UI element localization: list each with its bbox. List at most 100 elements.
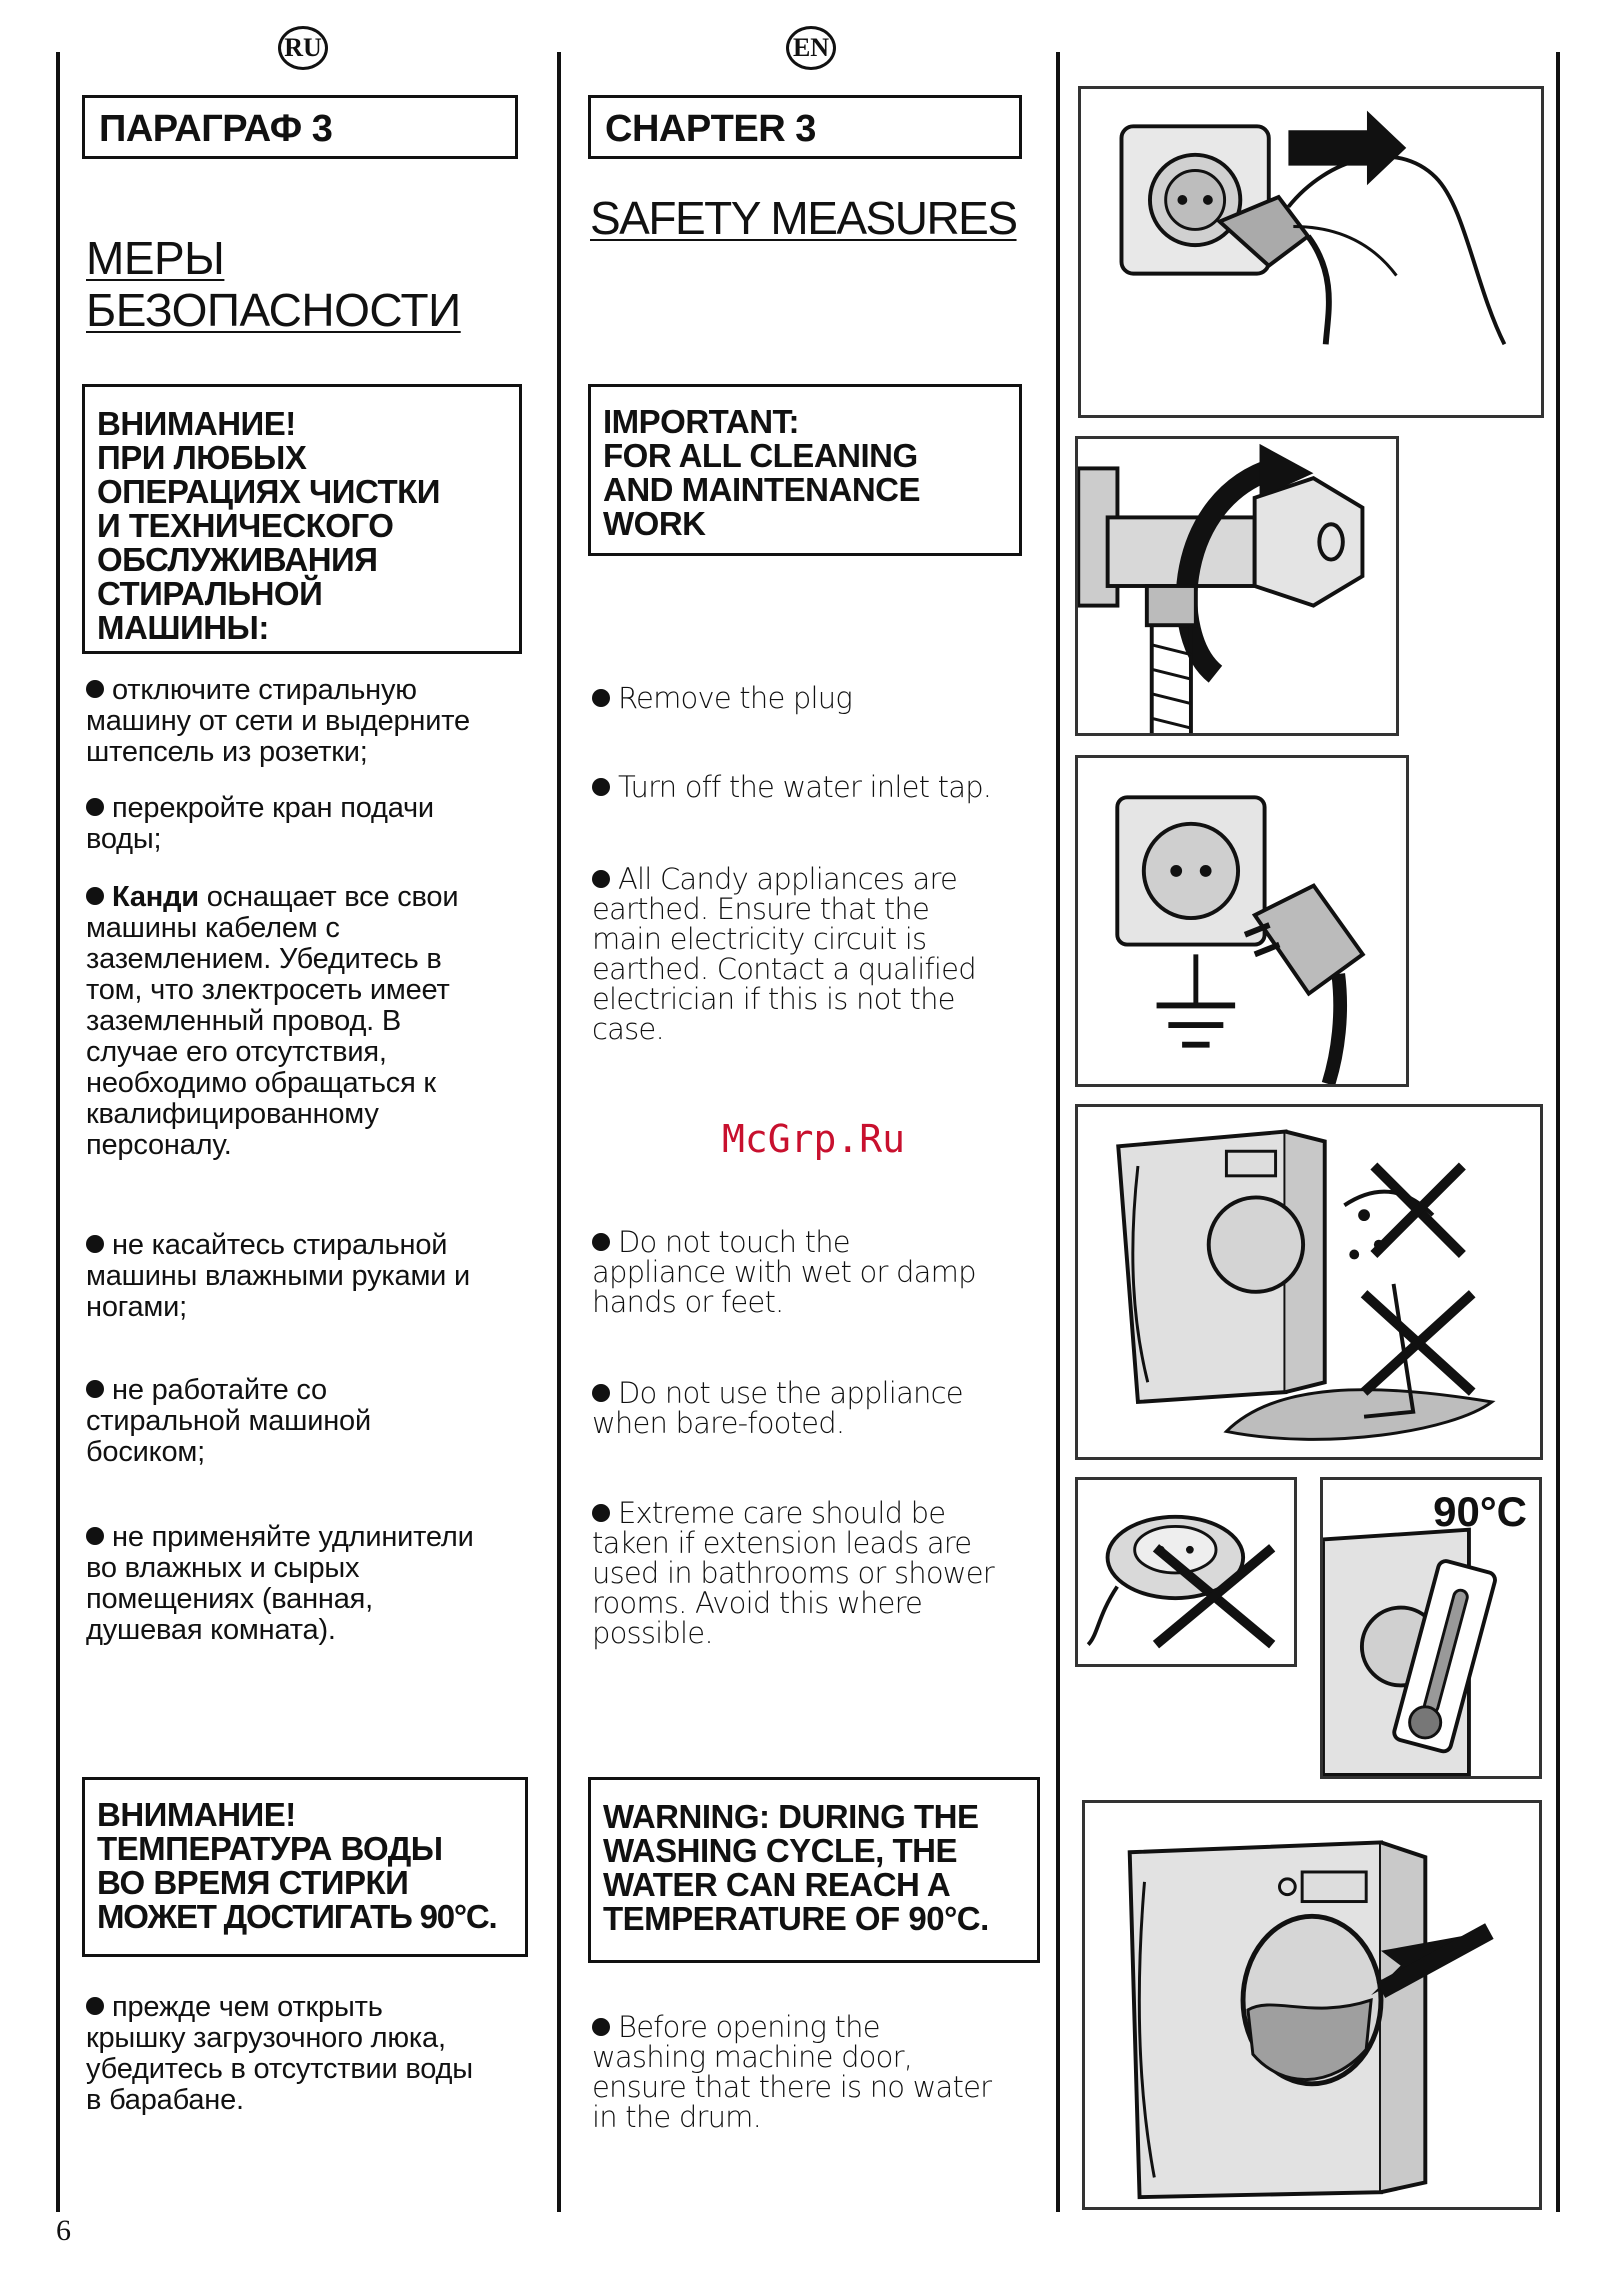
ru-heading-line1: МЕРЫ [86,232,225,284]
en-item-extension: Extreme care should be taken if extensio… [592,1496,995,1648]
bullet-icon [592,689,610,707]
bullet-icon [592,2018,610,2036]
en-item-line: Do not use the appliance [618,1376,964,1410]
ru-warning-line: МОЖЕТ ДОСТИГАТЬ 90°С. [97,1898,498,1935]
ru-item-line: стиральной машиной [86,1405,371,1437]
ru-item-line: прежде чем открыть [112,1991,383,2023]
en-item-earthed: All Candy appliances are earthed. Ensure… [592,862,977,1046]
en-important-line: IMPORTANT: [603,403,800,440]
ru-item-line: не касайтесь стиральной [112,1229,448,1261]
ru-item-line: помещениях (ванная, [86,1583,374,1615]
earthed-socket-illustration [1075,755,1409,1087]
en-warning-line: TEMPERATURE OF 90°C. [603,1900,989,1937]
unplug-illustration [1078,86,1544,418]
en-item-line: earthed. Contact a qualified [592,952,977,986]
drum-water-illustration [1082,1800,1542,2210]
ru-item-line: заземленный провод. В [86,1005,402,1037]
en-item-line: All Candy appliances are [618,862,958,896]
ru-item-line: ногами; [86,1291,188,1323]
bullet-icon [592,778,610,796]
column-rule-right [1056,52,1060,2212]
en-item-line: washing machine door, [592,2040,913,2074]
extension-lead-illustration [1075,1477,1297,1667]
ru-important-line: ОБСЛУЖИВАНИЯ [97,541,378,578]
en-important-line: FOR ALL CLEANING [603,437,918,474]
ru-chapter-box: ПАРАГРАФ 3 [82,95,518,159]
ru-important-line: ПРИ ЛЮБЫХ [97,439,307,476]
en-item-barefoot: Do not use the appliance when bare-foote… [592,1376,964,1440]
en-item-line: hands or feet. [592,1285,784,1319]
ru-important-line: СТИРАЛЬНОЙ [97,575,323,612]
ru-item-line: не применяйте удлинители [112,1521,474,1553]
ru-item-line: крышку загрузочного люка, [86,2022,446,2054]
en-item-line: Extreme care should be [618,1496,946,1530]
en-item-line: taken if extension leads are [592,1526,972,1560]
en-item-line: case. [592,1012,665,1046]
en-warning-line: WATER CAN REACH A [603,1866,951,1903]
en-item-line: ensure that there is no water [592,2070,992,2104]
en-important-line: WORK [603,505,706,542]
ru-item-line: случае его отсутствия, [86,1036,387,1068]
ru-item-line: том, что злектросеть имеет [86,974,450,1006]
ru-warning-line: ТЕМПЕРАТУРА ВОДЫ [97,1830,443,1867]
bullet-icon [86,680,104,698]
ru-item-unplug: отключите стиральную машину от сети и вы… [86,675,470,768]
ru-item-line: машины кабелем с [86,912,340,944]
en-warning-line: WARNING: DURING THE [603,1798,979,1835]
temperature-illustration: 90°C [1320,1477,1542,1779]
bullet-icon [86,1235,104,1253]
page-number: 6 [56,2214,71,2247]
column-rule-edge [1556,52,1560,2212]
ru-item-line: отключите стиральную [112,674,417,706]
ru-item-line: душевая комната). [86,1614,336,1646]
en-item-line: electrician if this is not the [592,982,956,1016]
brand-name: Канди [112,881,199,913]
ru-item-line: убедитесь в отсутствии воды [86,2053,473,2085]
bullet-icon [592,1384,610,1402]
column-rule-left [56,52,60,2212]
ru-heading: МЕРЫ БЕЗОПАСНОСТИ [86,232,461,336]
en-item-line: Do not touch the [618,1225,851,1259]
bullet-icon [86,1380,104,1398]
en-warning-line: WASHING CYCLE, THE [603,1832,958,1869]
temperature-label: 90°C [1433,1488,1527,1535]
ru-item-line: заземлением. Убедитесь в [86,943,442,975]
bullet-icon [592,1504,610,1522]
ru-item-line: квалифицированному [86,1098,379,1130]
en-item-wet-hands: Do not touch the appliance with wet or d… [592,1227,976,1317]
ru-item-extension: не применяйте удлинители во влажных и сы… [86,1522,474,1646]
en-chapter-box: CHAPTER 3 [588,95,1022,159]
ru-item-line: не работайте со [112,1374,327,1406]
lang-badge-en: EN [786,26,836,70]
en-important-box: IMPORTANT: FOR ALL CLEANING AND MAINTENA… [588,384,1022,556]
ru-item-tap: перекройте кран подачи воды; [86,793,434,855]
bullet-icon [592,870,610,888]
ru-item-line: машину от сети и выдерните [86,705,470,737]
lang-badge-ru: RU [278,26,328,70]
ru-item-line: воды; [86,823,162,855]
en-important-line: AND MAINTENANCE [603,471,921,508]
ru-item-line: в барабане. [86,2084,244,2116]
watermark: McGrp.Ru [722,1117,906,1161]
ru-important-line: ОПЕРАЦИЯХ ЧИСТКИ [97,473,441,510]
en-item-line: when bare-footed. [592,1406,845,1440]
ru-item-earthed: Канди оснащает все свои машины кабелем с… [86,881,459,1161]
water-tap-illustration [1075,436,1399,736]
en-item-line: Turn off the water inlet tap. [618,770,992,804]
en-item-tap: Turn off the water inlet tap. [592,770,992,804]
en-warning-box: WARNING: DURING THE WASHING CYCLE, THE W… [588,1777,1040,1963]
bullet-icon [592,1233,610,1251]
ru-item-line: босиком; [86,1436,205,1468]
column-rule-middle [557,52,561,2212]
ru-important-line: МАШИНЫ: [97,609,269,646]
ru-heading-line2: БЕЗОПАСНОСТИ [86,284,461,336]
en-item-line: rooms. Avoid this where [592,1586,923,1620]
en-item-line: main electricity circuit is [592,922,927,956]
wet-hands-feet-illustration [1075,1104,1543,1460]
ru-item-line: машины влажными руками и [86,1260,471,1292]
en-item-line: earthed. Ensure that the [592,892,930,926]
en-item-plug: Remove the plug [592,683,853,713]
en-item-line: in the drum. [592,2100,762,2134]
ru-important-line: ВНИМАНИЕ! [97,405,296,442]
ru-item-wet-hands: не касайтесь стиральной машины влажными … [86,1230,470,1323]
